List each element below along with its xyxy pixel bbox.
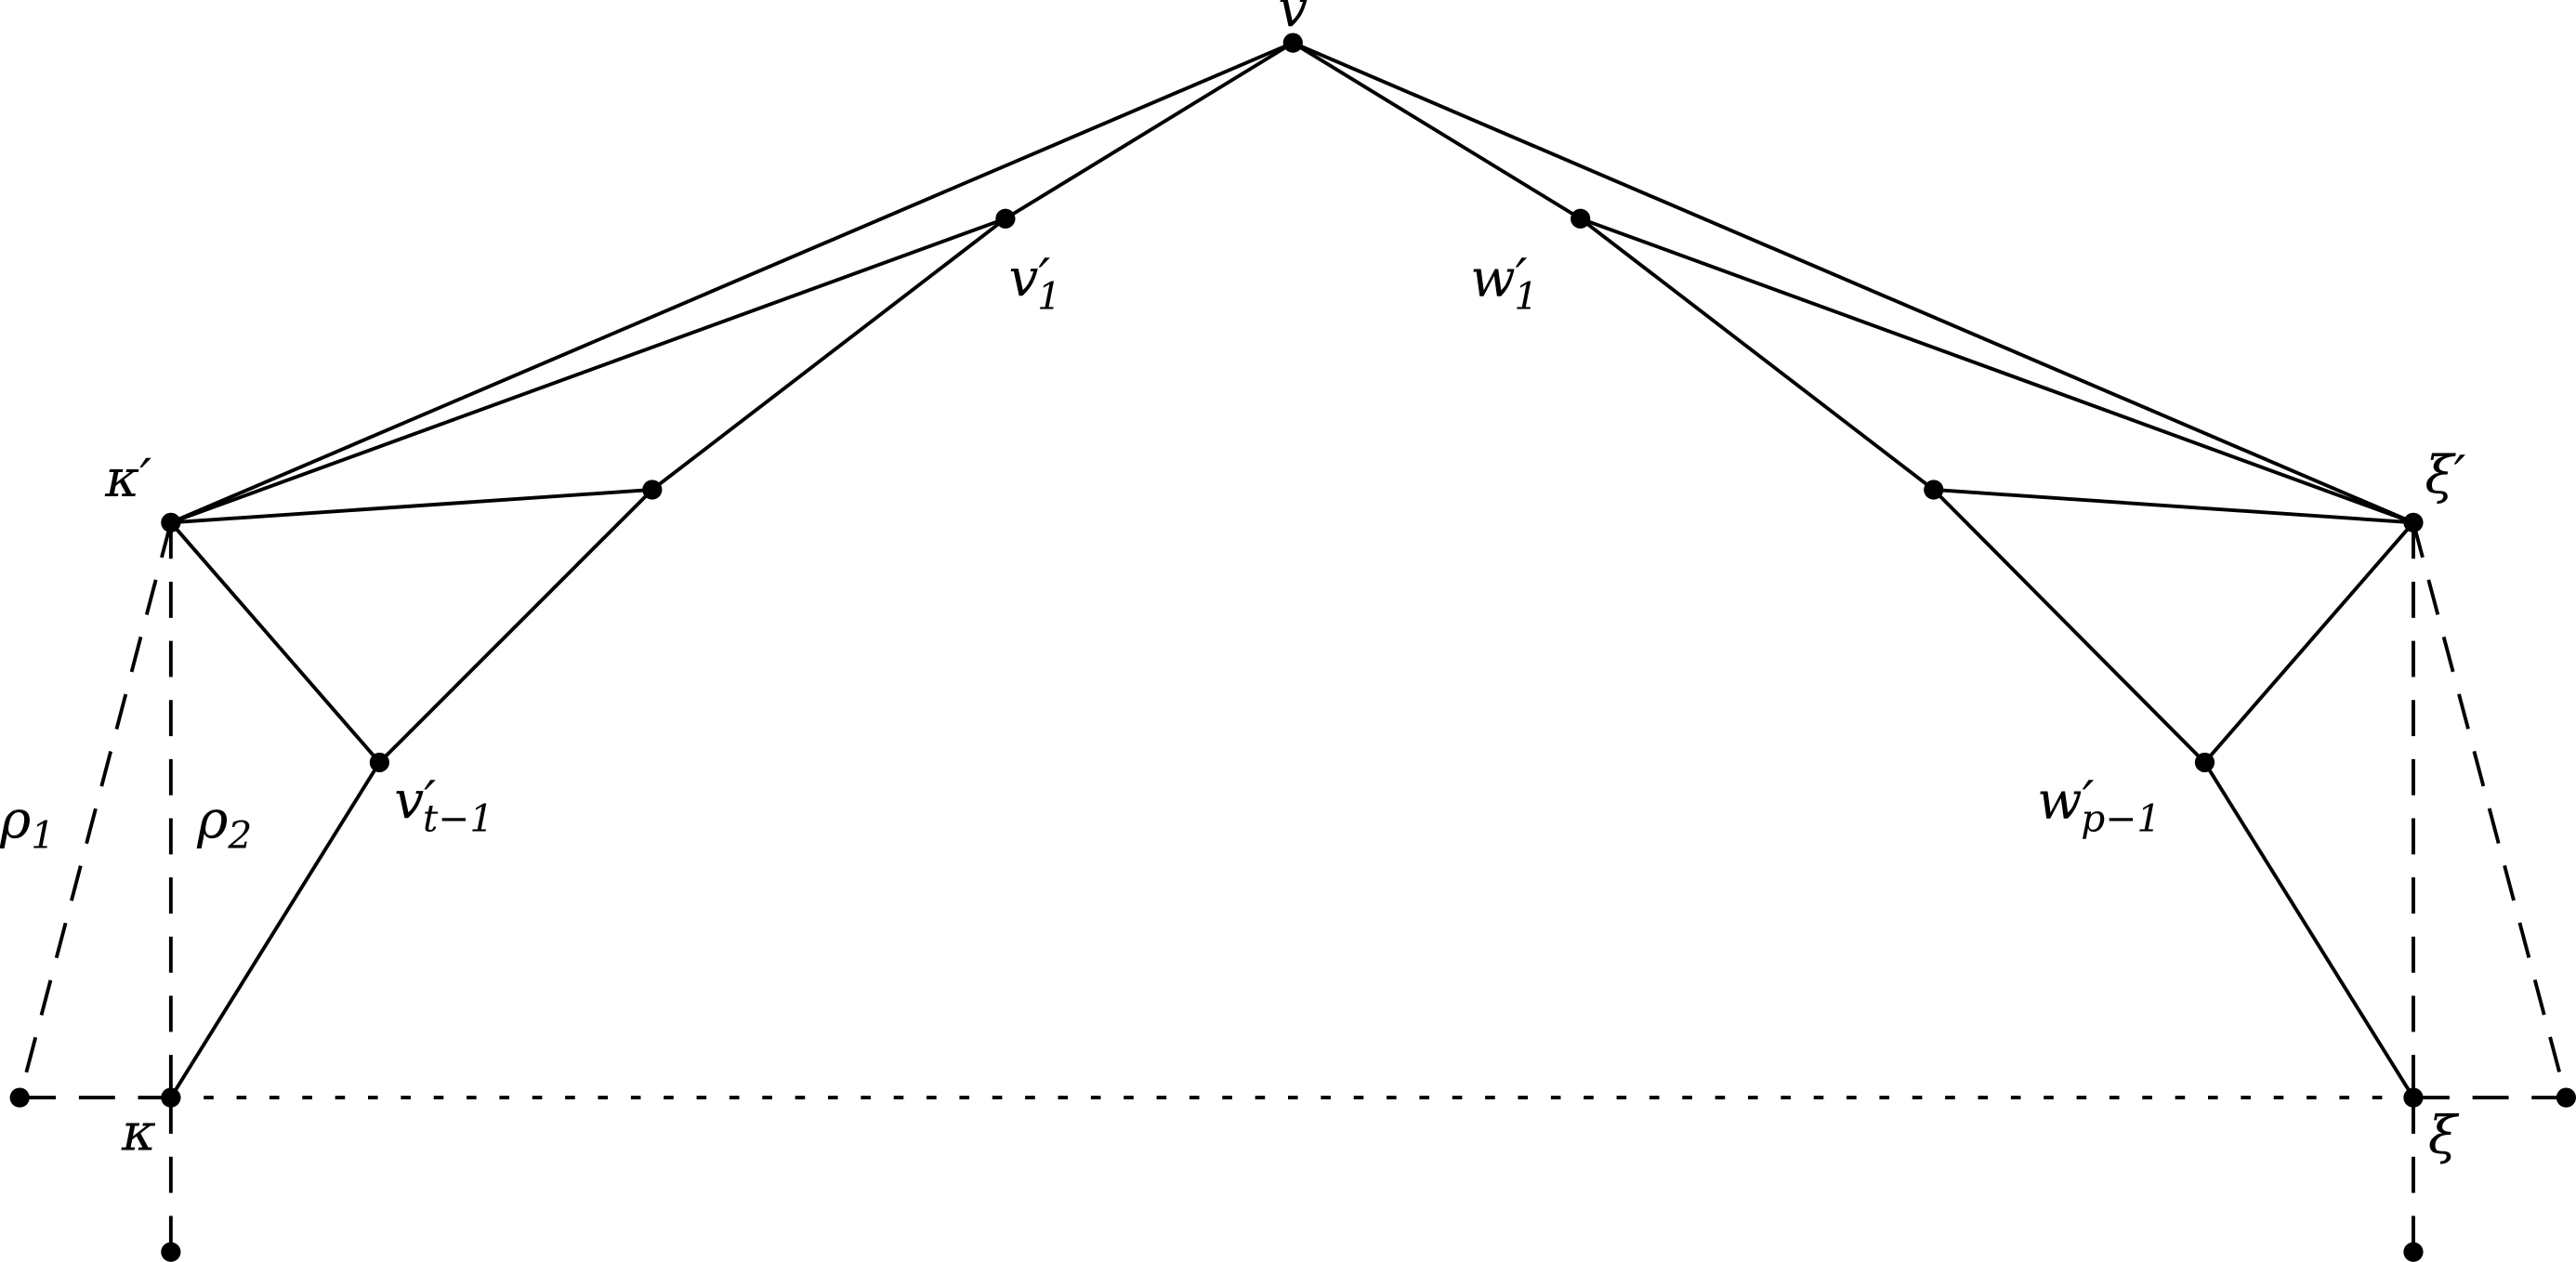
label-prime: ′	[1516, 247, 1528, 309]
edge-kp-le	[18, 521, 173, 1098]
label-base: κ	[104, 448, 139, 509]
edge-w1-b	[1579, 217, 1935, 492]
vertex-w1	[1571, 208, 1591, 229]
edge-xp-re	[2412, 521, 2569, 1098]
edge-v-kp	[170, 41, 1295, 525]
edge-w1-xp	[1580, 217, 2414, 525]
label-w1-prime: w′1	[1470, 247, 1538, 318]
edge-wp-x	[2202, 761, 2415, 1099]
label-prime: ′	[139, 448, 151, 509]
edge-a-vt	[377, 488, 654, 764]
vertex-xp	[2403, 512, 2424, 532]
edge-xp-wp	[2202, 521, 2415, 764]
label-kappa: κ	[121, 1102, 156, 1163]
edge-vt-k	[169, 761, 382, 1099]
vertex-kb	[161, 1242, 181, 1262]
label-xi: ξ	[2428, 1105, 2460, 1166]
vertex-kp	[161, 512, 181, 532]
label-prime: ′	[1038, 247, 1050, 309]
label-prime: ′	[2454, 445, 2466, 506]
vertex-v	[1282, 33, 1303, 53]
label-base: w	[1470, 247, 1515, 309]
edge-kp-vt	[169, 521, 381, 764]
label-sub: 1	[1037, 274, 1061, 319]
vertex-re	[2556, 1087, 2576, 1108]
label-sub: p−1	[2081, 796, 2161, 841]
label-sub: t−1	[423, 796, 493, 841]
vertex-le	[9, 1087, 30, 1108]
label-v: v	[1278, 0, 1308, 39]
edge-v1-a	[651, 217, 1007, 492]
label-base: ξ	[2425, 445, 2456, 506]
label-base: ξ	[2428, 1105, 2460, 1166]
label-base: κ	[121, 1102, 156, 1163]
vertex-xb	[2403, 1242, 2424, 1262]
vertex-k	[161, 1087, 181, 1108]
vertex-vt	[369, 752, 389, 773]
label-base: ρ	[0, 790, 31, 851]
edge-kp-a	[170, 488, 652, 525]
label-base: ρ	[196, 790, 228, 851]
vertex-wp	[2194, 752, 2215, 773]
label-rho2: ρ2	[196, 790, 252, 858]
vertex-v1	[995, 208, 1016, 229]
label-kappa-prime: κ′	[104, 448, 151, 509]
label-sub: 2	[227, 812, 252, 857]
vertex-b	[1924, 480, 1944, 500]
label-base: v	[1008, 247, 1038, 309]
label-prime: ′	[2083, 770, 2095, 832]
edge-v-xp	[1292, 41, 2414, 525]
label-base: v	[394, 770, 424, 832]
label-rho1: ρ1	[0, 790, 55, 858]
edge-xp-b	[1933, 488, 2414, 525]
label-base: v	[1278, 0, 1308, 39]
label-sub: 1	[1514, 274, 1538, 319]
label-v-t-minus-1-prime: v′t−1	[394, 770, 493, 841]
edge-v1-kp	[170, 217, 1006, 525]
edge-v-w1	[1292, 41, 1582, 220]
label-v1-prime: v′1	[1008, 247, 1061, 318]
label-w-p-minus-1-prime: w′p−1	[2037, 770, 2161, 841]
label-prime: ′	[424, 770, 436, 832]
edge-b-wp	[1932, 488, 2206, 764]
edge-v-v1	[1004, 41, 1295, 220]
label-base: w	[2037, 770, 2082, 832]
vertex-a	[642, 480, 663, 500]
label-xi-prime: ξ′	[2425, 445, 2465, 506]
vertex-x	[2403, 1087, 2424, 1108]
label-sub: 1	[31, 812, 55, 857]
